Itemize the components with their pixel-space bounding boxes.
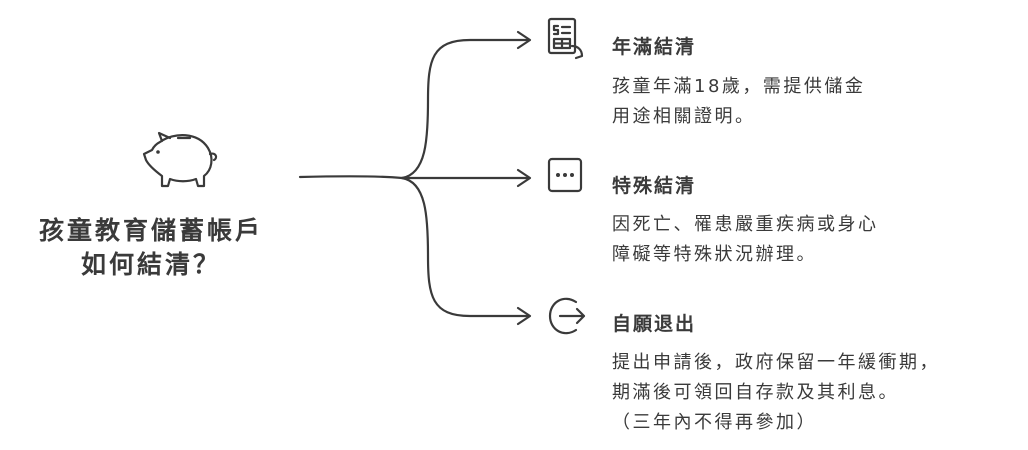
description-line: 期滿後可領回自存款及其利息。: [612, 382, 899, 403]
description-line: 提出申請後，政府保留一年緩衝期，: [612, 352, 940, 373]
branch-line-top: [400, 38, 530, 180]
branch-title: 特殊結清: [612, 175, 697, 197]
form-document-icon: [546, 16, 586, 60]
description-line: 孩童年滿18歲，需提供儲金: [612, 76, 866, 97]
description-line: 用途相關證明。: [612, 106, 756, 127]
arrowhead-top: [516, 30, 532, 50]
root-title-line: 孩童教育儲蓄帳戶: [38, 216, 263, 245]
branch-description: 孩童年滿18歲，需提供儲金 用途相關證明。: [612, 72, 1022, 132]
arrowhead-middle: [516, 168, 532, 188]
description-line: （三年內不得再參加）: [612, 412, 817, 433]
trunk-line: [298, 175, 404, 180]
description-line: 因死亡、罹患嚴重疾病或身心: [612, 214, 879, 235]
root-title-line: 如何結清？: [80, 250, 221, 279]
branch-description: 提出申請後，政府保留一年緩衝期， 期滿後可領回自存款及其利息。 （三年內不得再參…: [612, 348, 1022, 438]
description-line: 障礙等特殊狀況辦理。: [612, 244, 817, 265]
branch-line-bottom: [400, 176, 530, 318]
piggy-bank-icon: [140, 130, 222, 192]
branch-title: 自願退出: [612, 313, 697, 335]
exit-arrow-icon: [546, 294, 586, 335]
branch-description: 因死亡、罹患嚴重疾病或身心 障礙等特殊狀況辦理。: [612, 210, 1022, 270]
branch-title: 年滿結清: [612, 36, 697, 58]
more-options-icon: [546, 156, 586, 196]
arrowhead-bottom: [516, 306, 532, 326]
root-title: 孩童教育儲蓄帳戶 如何結清？: [20, 214, 282, 282]
